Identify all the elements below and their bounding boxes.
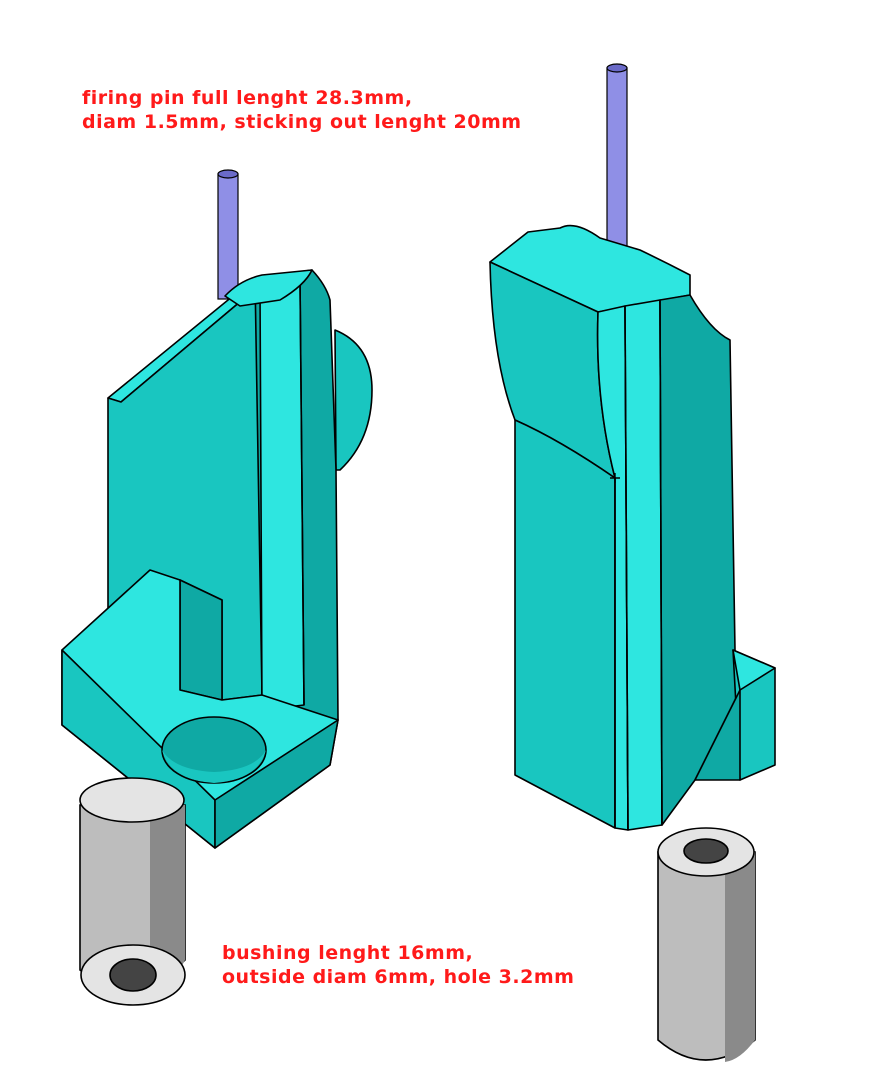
left-firing-pin [217,169,239,300]
bushing-annotation-line1: bushing lenght 16mm, [222,942,474,964]
right-firing-pin-block [489,224,776,831]
bushing-annotation-line2: outside diam 6mm, hole 3.2mm [222,966,575,988]
left-bushing [79,777,186,1006]
firing-pin-annotation-line2: diam 1.5mm, sticking out lenght 20mm [82,111,522,133]
firing-pin-annotation-line1: firing pin full lenght 28.3mm, [82,87,413,109]
firing-pin-annotation: firing pin full lenght 28.3mm, diam 1.5m… [82,86,522,134]
left-firing-pin-block [61,269,373,849]
bushing-annotation: bushing lenght 16mm, outside diam 6mm, h… [222,941,574,989]
right-firing-pin [606,63,628,259]
right-bushing [657,827,756,1062]
